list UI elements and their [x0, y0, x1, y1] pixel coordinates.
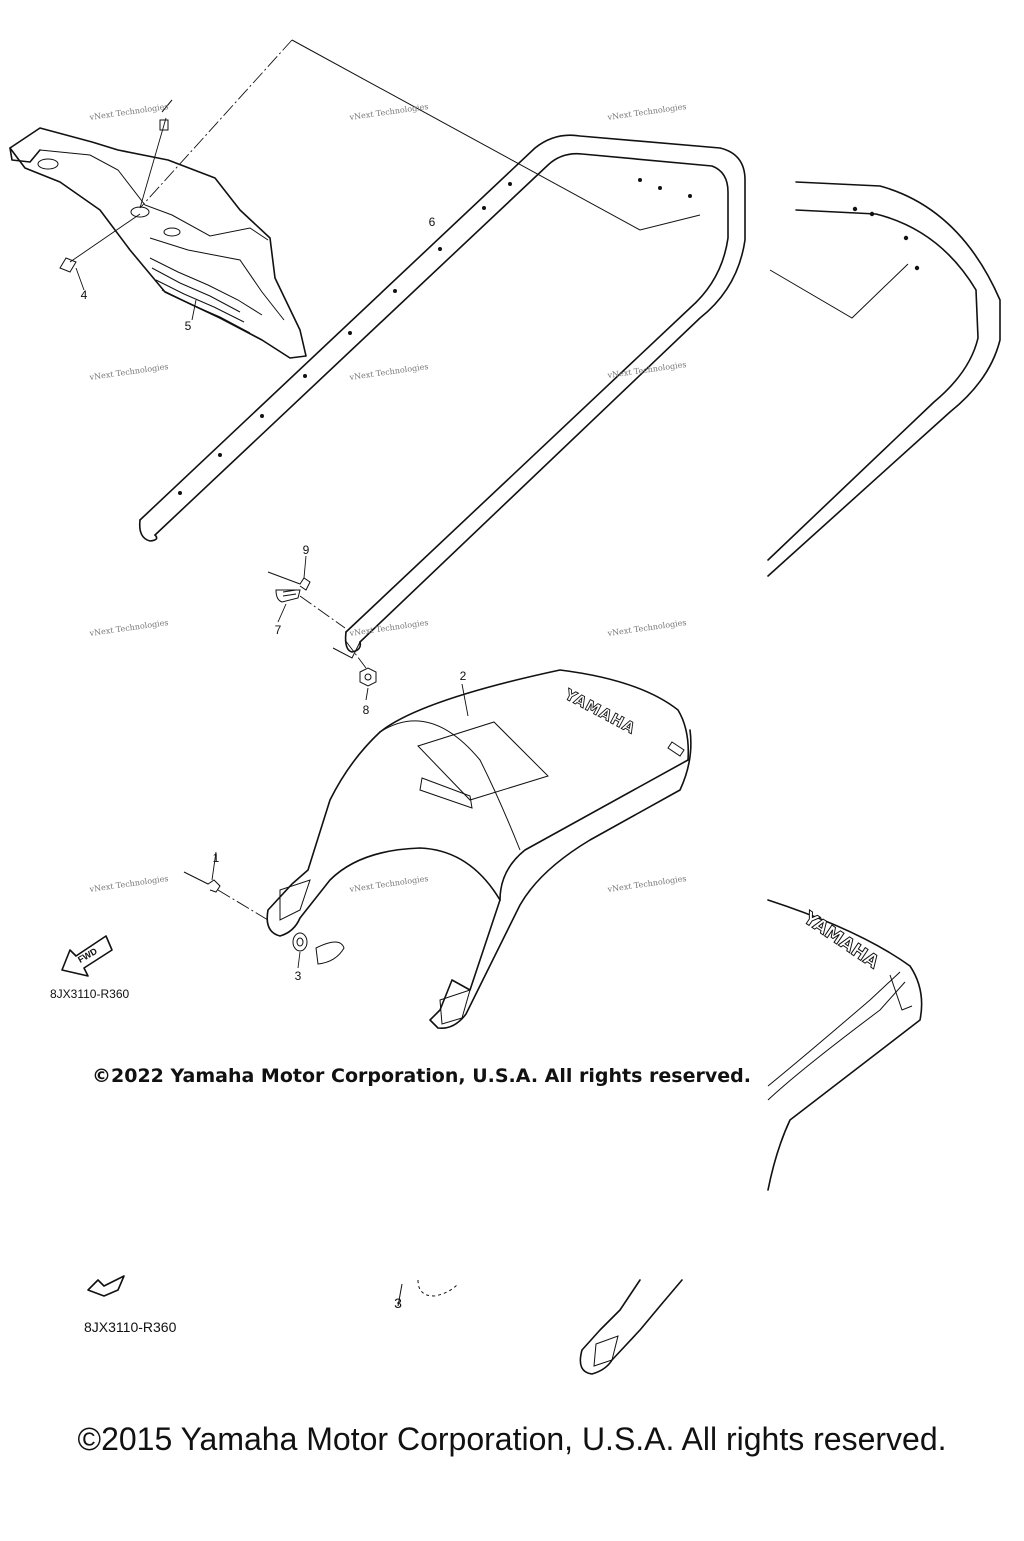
watermark: vNext Technologies [88, 102, 169, 122]
inset-brand-mark: YAMAHA [799, 907, 883, 973]
rail-zoom-inset [767, 181, 1001, 577]
callout-9: 9 [303, 543, 310, 557]
watermark: vNext Technologies [606, 102, 687, 122]
watermark: vNext Technologies [348, 618, 429, 638]
watermark: vNext Technologies [348, 362, 429, 382]
callout-2: 2 [460, 669, 467, 683]
watermark: vNext Technologies [606, 360, 687, 380]
watermark: vNext Technologies [606, 874, 687, 894]
fwd-label: FWD [76, 946, 99, 965]
callout-numbers: 1 2 3 4 5 6 7 8 9 3 [81, 215, 467, 1311]
watermark: vNext Technologies [88, 618, 169, 638]
rail-holes [178, 178, 692, 495]
brand-mark-text: YAMAHA [561, 685, 639, 738]
watermark: vNext Technologies [348, 102, 429, 122]
callout-4: 4 [81, 288, 88, 302]
rivet-collar-1-3 [183, 851, 345, 969]
watermark: vNext Technologies [88, 874, 169, 894]
watermark: vNext Technologies [88, 362, 169, 382]
callout-3: 3 [295, 969, 302, 983]
diagram-code: 8JX3110-R360 [50, 987, 129, 1001]
callout-7: 7 [275, 623, 282, 637]
callout-5: 5 [185, 319, 192, 333]
fasteners-7-8-9 [267, 555, 377, 701]
callout-1: 1 [213, 851, 220, 865]
watermark: vNext Technologies [348, 874, 429, 894]
seat-brand-mark: YAMAHA [560, 684, 639, 738]
watermark: vNext Technologies [606, 618, 687, 638]
copyright-2022: ©2022 Yamaha Motor Corporation, U.S.A. A… [92, 1065, 751, 1087]
callout-3-lower: 3 [394, 1295, 402, 1311]
seat-cover-part-2: YAMAHA [266, 669, 692, 1030]
rear-flap-part-5 [9, 99, 307, 359]
lower-fragments [87, 1275, 683, 1375]
grab-rail-part-6 [138, 39, 746, 659]
watermarks: vNext Technologies vNext Technologies vN… [88, 102, 687, 894]
callout-6: 6 [429, 215, 436, 229]
copyright-2015: ©2015 Yamaha Motor Corporation, U.S.A. A… [77, 1421, 946, 1457]
diagram-code-lower: 8JX3110-R360 [84, 1319, 177, 1335]
seat-zoom-inset: YAMAHA [767, 899, 923, 1191]
callout-8: 8 [363, 703, 370, 717]
fwd-arrow-icon: FWD [61, 935, 113, 977]
